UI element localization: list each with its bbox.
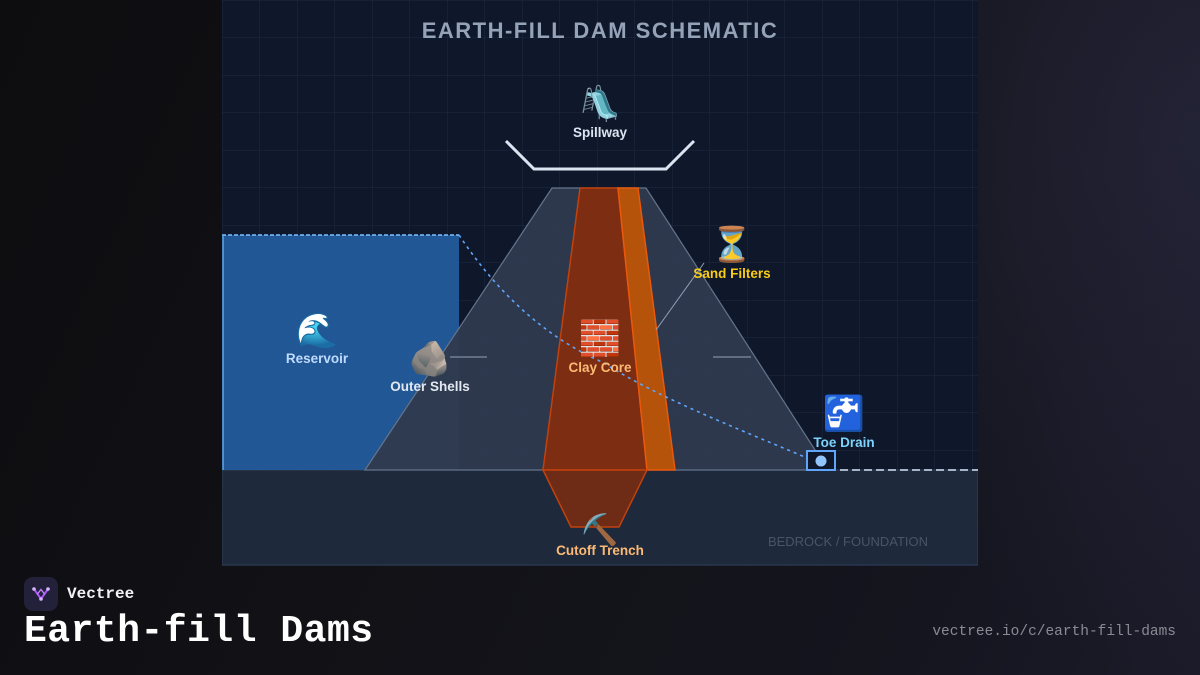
spillway-label: Spillway — [573, 125, 628, 140]
cutoff-trench-label: Cutoff Trench — [556, 543, 644, 558]
vectree-logo-icon — [24, 577, 58, 611]
page-url[interactable]: vectree.io/c/earth-fill-dams — [932, 624, 1176, 640]
cutoff-trench-body — [541, 469, 649, 528]
wave-icon: 🌊 — [296, 311, 338, 351]
toe-drain-label: Toe Drain — [813, 435, 874, 450]
pick-icon: ⛏️ — [581, 512, 618, 548]
phreatic-line — [458, 234, 815, 462]
brand: Vectree — [24, 577, 134, 611]
hourglass-icon: ⏳ — [711, 225, 753, 265]
bedrock-label: BEDROCK / FOUNDATION — [768, 534, 928, 549]
dam-diagram: EARTH-FILL DAM SCHEMATIC BEDROCK / FOUND… — [222, 0, 978, 566]
toe-drain-pipe — [815, 455, 827, 467]
brand-name: Vectree — [67, 585, 135, 603]
spillway-channel — [504, 139, 696, 171]
diagram-title: EARTH-FILL DAM SCHEMATIC — [422, 18, 779, 43]
rock-icon: 🪨 — [409, 339, 451, 379]
sand-filter-body — [617, 187, 676, 471]
faucet-icon: 🚰 — [823, 394, 865, 434]
clay-core-label: Clay Core — [568, 360, 632, 375]
reservoir-label: Reservoir — [286, 351, 349, 366]
page-title: Earth-fill Dams — [24, 610, 374, 653]
outer-shells-label: Outer Shells — [390, 379, 470, 394]
sand-filters-label: Sand Filters — [693, 266, 770, 281]
sand-filter-leader — [655, 262, 705, 331]
slide-icon: 🛝 — [579, 84, 621, 124]
brick-icon: 🧱 — [579, 319, 621, 359]
